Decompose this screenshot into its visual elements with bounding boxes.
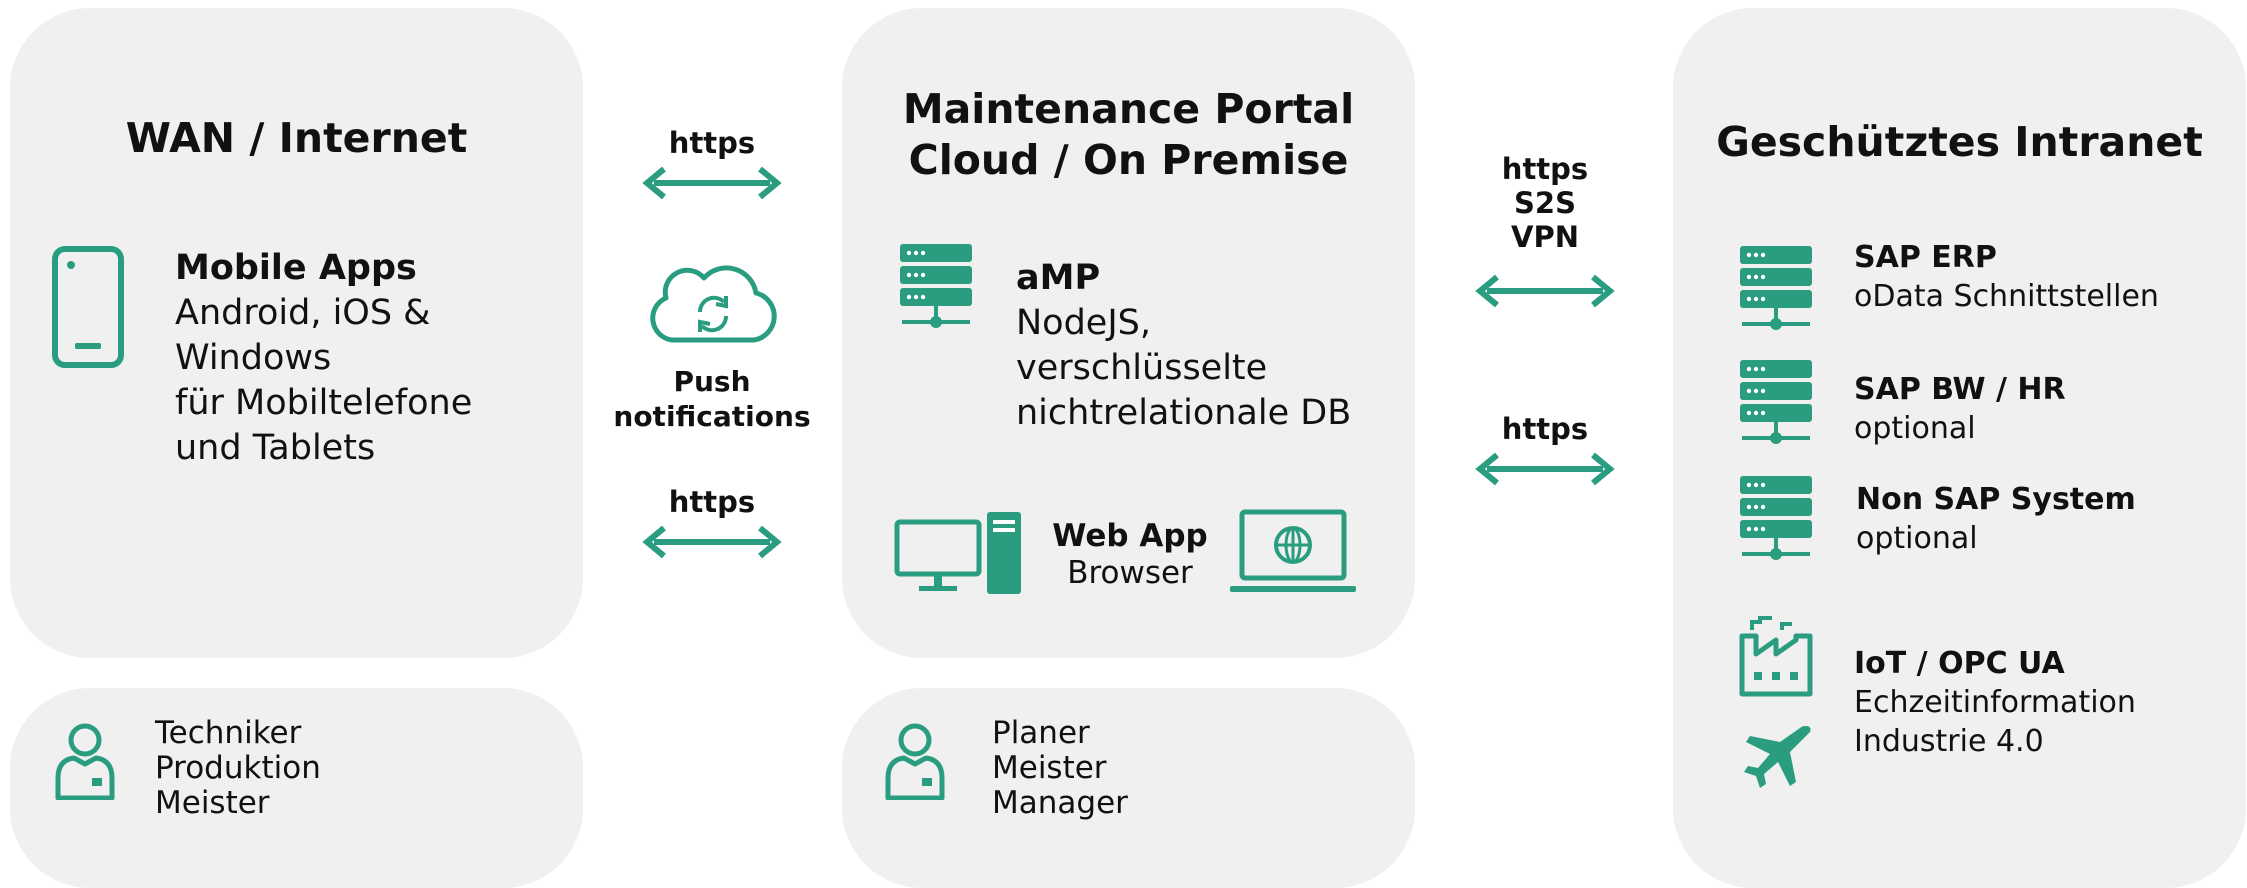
- mobile-apps-text: Mobile Apps Android, iOS & Windows für M…: [175, 246, 472, 471]
- iot-line: Industrie 4.0: [1854, 724, 2044, 759]
- wan-user-role: Techniker: [155, 715, 302, 751]
- mobile-apps-line: für Mobiltelefone: [175, 383, 473, 423]
- server-icon: [1740, 476, 1812, 562]
- double-arrow-icon: [642, 525, 782, 559]
- wan-panel: [10, 8, 583, 658]
- webapp-text: Web App Browser: [1040, 518, 1220, 592]
- wan-user-role: Meister: [155, 785, 270, 821]
- amp-line: verschlüsselte: [1016, 348, 1268, 388]
- wan-users-text: Techniker Produktion Meister: [155, 716, 321, 821]
- amp-line: nichtrelationale DB: [1016, 393, 1352, 433]
- portal-title: Maintenance Portal Cloud / On Premise: [842, 84, 1415, 186]
- https-label-bottom-left: https: [668, 485, 756, 519]
- mobile-apps-line: und Tablets: [175, 428, 376, 468]
- link-line: https: [1501, 152, 1589, 186]
- mobile-apps-line: Android, iOS &: [175, 293, 431, 333]
- factory-icon: [1738, 616, 1814, 698]
- portal-user-role: Planer: [992, 715, 1090, 751]
- push-line: Push: [673, 365, 751, 398]
- laptop-globe-icon: [1228, 508, 1358, 596]
- https-label-right: https: [1501, 412, 1589, 446]
- https-label-top-left: https: [668, 126, 756, 160]
- server-icon: [900, 244, 972, 330]
- double-arrow-icon: [1475, 274, 1615, 308]
- https-s2s-vpn-label: https S2S VPN: [1475, 152, 1615, 254]
- intranet-item-title: SAP BW / HR: [1854, 372, 2066, 407]
- server-icon: [1740, 360, 1812, 446]
- webapp-sub: Browser: [1067, 555, 1193, 591]
- intranet-item-sub: optional: [1854, 411, 1976, 446]
- portal-user-role: Meister: [992, 750, 1107, 786]
- intranet-item: Non SAP System optional: [1856, 480, 2136, 558]
- wan-user-role: Produktion: [155, 750, 321, 786]
- smartphone-icon: [51, 245, 125, 369]
- mobile-apps-title: Mobile Apps: [175, 248, 417, 288]
- mobile-apps-line: Windows: [175, 338, 332, 378]
- intranet-item-title: Non SAP System: [1856, 482, 2136, 517]
- intranet-item: SAP ERP oData Schnittstellen: [1854, 238, 2159, 316]
- amp-text: aMP NodeJS, verschlüsselte nichtrelation…: [1016, 256, 1351, 436]
- intranet-item-title: SAP ERP: [1854, 240, 1997, 275]
- portal-panel: [842, 8, 1415, 658]
- iot-title: IoT / OPC UA: [1854, 646, 2065, 681]
- user-icon: [50, 720, 120, 800]
- user-icon: [880, 720, 950, 800]
- portal-user-role: Manager: [992, 785, 1128, 821]
- desktop-computer-icon: [893, 510, 1028, 596]
- iot-text: IoT / OPC UA Echzeitinformation Industri…: [1854, 644, 2136, 761]
- double-arrow-icon: [642, 166, 782, 200]
- iot-line: Echzeitinformation: [1854, 685, 2136, 720]
- wan-title: WAN / Internet: [125, 114, 468, 162]
- push-notifications-label: Push notifications: [612, 364, 812, 434]
- airplane-icon: [1738, 722, 1814, 794]
- intranet-title: Geschütztes Intranet: [1716, 118, 2203, 166]
- portal-title-line: Maintenance Portal: [902, 85, 1355, 133]
- portal-title-line: Cloud / On Premise: [908, 136, 1349, 184]
- portal-users-text: Planer Meister Manager: [992, 716, 1128, 821]
- cloud-sync-icon: [642, 260, 782, 346]
- webapp-title: Web App: [1052, 518, 1208, 554]
- link-line: VPN: [1511, 220, 1579, 254]
- intranet-item-sub: optional: [1856, 521, 1978, 556]
- intranet-item: SAP BW / HR optional: [1854, 370, 2066, 448]
- amp-title: aMP: [1016, 258, 1101, 298]
- server-icon: [1740, 246, 1812, 332]
- double-arrow-icon: [1475, 452, 1615, 486]
- push-line: notifications: [613, 400, 811, 433]
- amp-line: NodeJS,: [1016, 303, 1152, 343]
- link-line: S2S: [1514, 186, 1576, 220]
- intranet-item-sub: oData Schnittstellen: [1854, 279, 2159, 314]
